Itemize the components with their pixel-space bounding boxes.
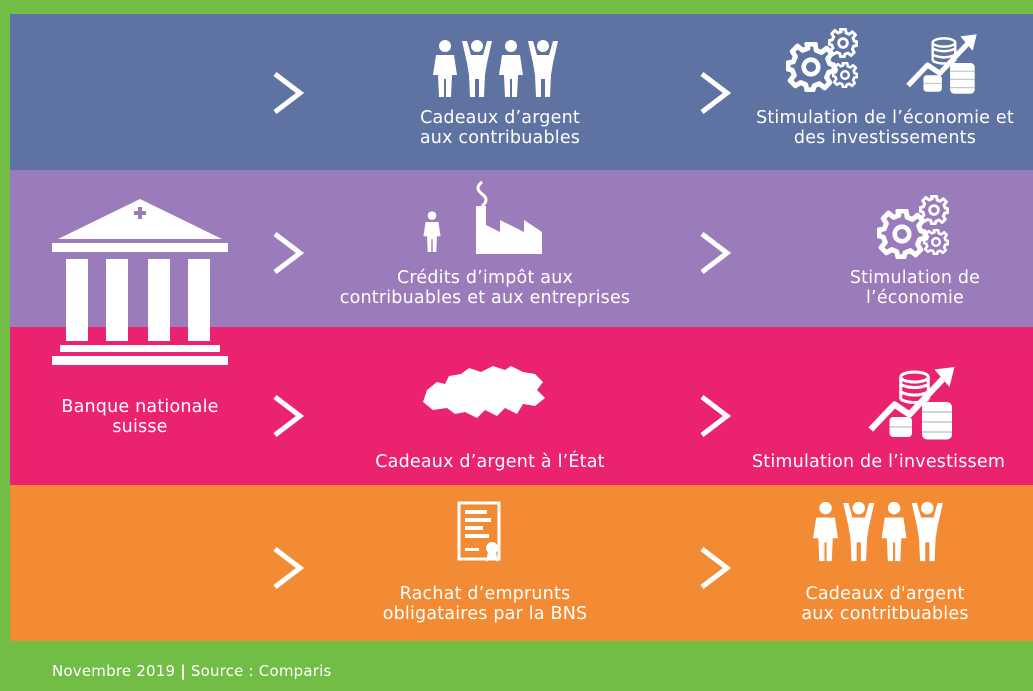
row4-result-line2: aux contritbuables xyxy=(801,604,969,624)
arrow-chevron-icon xyxy=(697,546,733,590)
bank-building-icon xyxy=(52,199,228,365)
arrow-chevron-icon xyxy=(270,231,306,275)
row3-result-label: Stimulation de l’investissem xyxy=(752,452,1033,472)
arrow-chevron-icon xyxy=(697,231,733,275)
arrow-chevron-icon xyxy=(270,546,306,590)
bank-label: Banque nationale suisse xyxy=(40,397,240,437)
row-band-1 xyxy=(10,14,1033,170)
bond-certificate-icon xyxy=(457,501,501,562)
row4-middle-line1: Rachat d’emprunts xyxy=(399,584,571,604)
row2-middle-line1: Crédits d’impôt aux xyxy=(396,268,574,288)
arrow-chevron-icon xyxy=(270,71,306,115)
footer-source: Source : Comparis xyxy=(190,662,332,680)
people-icon xyxy=(813,501,943,562)
row1-middle-label: Cadeaux d’argent aux contribuables xyxy=(370,108,630,148)
row2-middle-label: Crédits d’impôt aux contribuables et aux… xyxy=(310,268,660,308)
row4-middle-line2: obligataires par la BNS xyxy=(382,604,588,624)
row3-middle-line1: Cadeaux d’argent à l’État xyxy=(375,452,605,472)
row4-result-line1: Cadeaux d'argent xyxy=(805,584,965,604)
row2-result-line1: Stimulation de xyxy=(849,268,981,288)
arrow-chevron-icon xyxy=(697,394,733,438)
row4-middle-label: Rachat d’emprunts obligataires par la BN… xyxy=(340,584,630,624)
gears-icon xyxy=(876,195,949,261)
bank-label-line2: suisse xyxy=(112,417,168,437)
switzerland-map-icon xyxy=(423,366,545,418)
gears-icon xyxy=(786,28,858,94)
row1-middle-line1: Cadeaux d’argent xyxy=(420,108,580,128)
row1-result-label: Stimulation de l’économie et des investi… xyxy=(735,108,1033,148)
footer-separator: | xyxy=(180,662,186,680)
row3-middle-label: Cadeaux d’argent à l’État xyxy=(340,452,640,472)
row2-result-line2: l’économie xyxy=(866,288,964,308)
row3-result-line1: Stimulation de l’investissem xyxy=(752,452,1006,472)
row2-result-label: Stimulation de l’économie xyxy=(815,268,1015,308)
arrow-chevron-icon xyxy=(270,394,306,438)
row2-middle-line2: contribuables et aux entreprises xyxy=(339,288,631,308)
coins-growth-icon xyxy=(905,30,987,96)
row1-middle-line2: aux contribuables xyxy=(419,128,581,148)
footer-date: Novembre 2019 xyxy=(52,662,176,680)
footer-caption: Novembre 2019 | Source : Comparis xyxy=(52,662,332,680)
person-and-factory-icon xyxy=(423,180,542,254)
people-icon xyxy=(433,40,558,97)
row1-result-line2: des investissements xyxy=(793,128,977,148)
coins-growth-icon xyxy=(862,362,972,442)
row4-result-label: Cadeaux d'argent aux contritbuables xyxy=(770,584,1000,624)
row1-result-line1: Stimulation de l’économie et xyxy=(756,108,1014,128)
arrow-chevron-icon xyxy=(697,71,733,115)
bank-label-line1: Banque nationale xyxy=(61,397,219,417)
